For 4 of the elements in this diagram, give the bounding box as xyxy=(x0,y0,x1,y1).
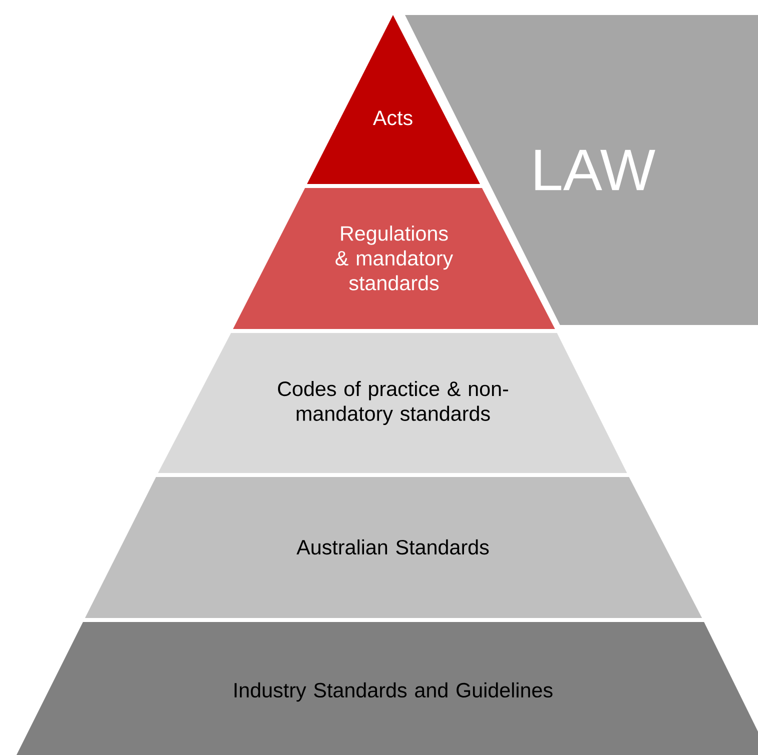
pyramid-tier: Australian Standards xyxy=(85,477,702,618)
pyramid-tier: Acts xyxy=(307,15,480,184)
pyramid-tier: Codes of practice & non-mandatory standards xyxy=(158,333,627,473)
pyramid-tier: Industry Standards and Guidelines xyxy=(14,622,758,755)
